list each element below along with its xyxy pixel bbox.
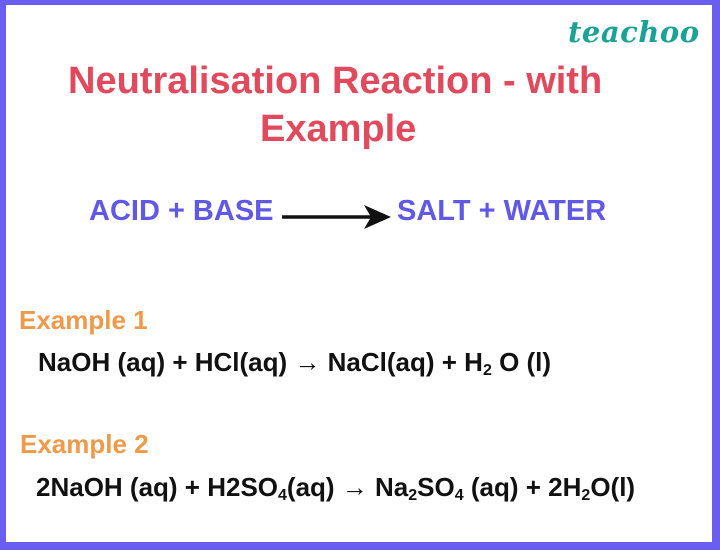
example-2-equation: 2NaOH (aq) + H2SO4(aq) → Na2SO4 (aq) + 2… [36, 472, 636, 504]
equation-text: (aq) + 2H [463, 472, 582, 502]
content-card: teachoo Neutralisation Reaction - with E… [6, 5, 712, 542]
equation-text: SO [417, 472, 455, 502]
equation-text: O (l) [491, 347, 552, 377]
general-equation-products: SALT + WATER [397, 195, 607, 227]
equation-text: NaOH (aq) + HCl(aq) → NaCl(aq) + H [38, 347, 483, 377]
teachoo-logo: teachoo [568, 15, 700, 49]
equation-text: (aq) → Na [286, 472, 409, 502]
general-equation-reactants: ACID + BASE [89, 195, 274, 227]
subscript: 4 [278, 487, 287, 504]
long-right-arrow-icon [282, 205, 391, 229]
page-title-line-2: Example [260, 108, 417, 150]
example-1-label: Example 1 [19, 305, 148, 335]
equation-text: 2NaOH (aq) + H2SO [36, 472, 279, 502]
subscript: 4 [454, 487, 464, 504]
example-1-equation: NaOH (aq) + HCl(aq) → NaCl(aq) + H2 O (l… [38, 347, 552, 379]
subscript: 2 [408, 487, 418, 504]
equation-text: O(l) [590, 472, 636, 502]
example-2-label: Example 2 [20, 429, 149, 459]
subscript: 2 [482, 362, 492, 379]
subscript: 2 [581, 487, 591, 504]
page-title-line-1: Neutralisation Reaction - with [68, 60, 603, 102]
